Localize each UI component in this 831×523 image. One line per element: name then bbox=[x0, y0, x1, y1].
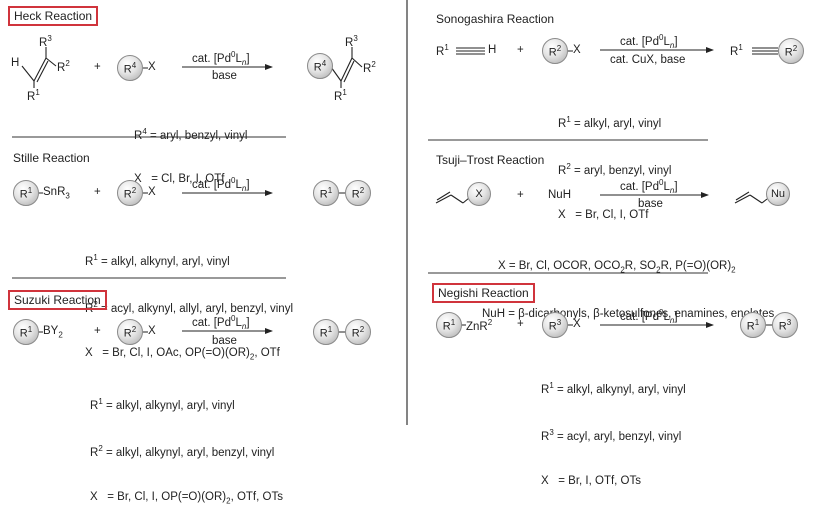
negishi-product-r3-ball: R3 bbox=[772, 312, 798, 338]
heck-alkene-r1: R1 bbox=[27, 88, 40, 103]
negishi-title: Negishi Reaction bbox=[432, 283, 535, 303]
heck-conditions: R4 = aryl, benzyl, vinyl X = Cl, Br, I, … bbox=[134, 96, 247, 201]
tsuji-cond-nuh: NuH = β-dicarbonyls, β-ketosulfones, ena… bbox=[482, 307, 775, 320]
tsuji-product-nu-ball: Nu bbox=[766, 182, 790, 206]
tsuji-plus: + bbox=[517, 189, 524, 201]
negishi-cond-x: X = Br, I, OTf, OTs bbox=[541, 474, 642, 487]
heck-alkene-h: H bbox=[11, 57, 20, 69]
stille-cond-x: X = Br, Cl, I, OAc, OP(=O)(OR)2, OTf bbox=[85, 346, 280, 361]
heck-product-r1: R1 bbox=[334, 88, 347, 103]
negishi-znr2: ZnR2 bbox=[466, 318, 493, 333]
suzuki-cond-r2: R2 = alkyl, alkynyl, aryl, benzyl, vinyl bbox=[90, 444, 275, 460]
negishi-r3-ball: R3 bbox=[542, 312, 568, 338]
heck-product-r3: R3 bbox=[345, 34, 358, 49]
negishi-plus: + bbox=[517, 318, 524, 330]
suzuki-product-r2-ball: R2 bbox=[345, 319, 371, 345]
stille-cond-r1: R1 = alkyl, alkynyl, aryl, vinyl bbox=[85, 253, 230, 268]
suzuki-base: base bbox=[212, 335, 237, 347]
negishi-conditions: R1 = alkyl, alkynyl, aryl, vinyl R3 = ac… bbox=[541, 350, 686, 503]
stille-plus: + bbox=[94, 186, 101, 198]
suzuki-plus: + bbox=[94, 325, 101, 337]
heck-alkene-r3: R3 bbox=[39, 34, 52, 49]
tsuji-title: Tsuji–Trost Reaction bbox=[436, 153, 545, 167]
stille-catalyst: cat. [Pd0Ln] bbox=[192, 176, 250, 194]
sonogashira-product-alkyne-bond bbox=[752, 47, 778, 55]
sonogashira-cocatalyst: cat. CuX, base bbox=[610, 54, 686, 66]
heck-r4-ball: R4 bbox=[117, 55, 143, 81]
negishi-cond-r1: R1 = alkyl, alkynyl, aryl, vinyl bbox=[541, 381, 686, 396]
stille-product-r1-ball: R1 bbox=[313, 180, 339, 206]
stille-r1-ball: R1 bbox=[13, 180, 39, 206]
sonogashira-cond-r2: R2 = aryl, benzyl, vinyl bbox=[558, 162, 672, 178]
sonogashira-alkyne-bond bbox=[456, 47, 485, 55]
heck-product-bonds bbox=[330, 47, 363, 88]
negishi-r1-ball: R1 bbox=[436, 312, 462, 338]
suzuki-product-r1-ball: R1 bbox=[313, 319, 339, 345]
stille-x: X bbox=[148, 186, 156, 198]
heck-cond-r4: R4 = aryl, benzyl, vinyl bbox=[134, 127, 248, 142]
tsuji-catalyst: cat. [Pd0Ln] bbox=[620, 178, 678, 196]
negishi-product-r1-ball: R1 bbox=[740, 312, 766, 338]
suzuki-by2: BY2 bbox=[43, 325, 63, 340]
sonogashira-product-r2-ball: R2 bbox=[778, 38, 804, 64]
tsuji-base: base bbox=[638, 198, 663, 210]
tsuji-cond-x: X = Br, Cl, OCOR, OCO2R, SO2R, P(=O)(OR)… bbox=[482, 260, 736, 275]
heck-product-r2: R2 bbox=[363, 60, 376, 75]
stille-title: Stille Reaction bbox=[13, 151, 90, 165]
heck-cond-x: X = Cl, Br, I, OTf bbox=[134, 173, 225, 186]
sonogashira-cond-x: X = Br, Cl, I, OTf bbox=[558, 208, 649, 221]
suzuki-catalyst: cat. [Pd0Ln] bbox=[192, 314, 250, 332]
suzuki-cond-r1: R1 = alkyl, alkynyl, aryl, vinyl bbox=[90, 397, 235, 412]
suzuki-r1-ball: R1 bbox=[13, 319, 39, 345]
sonogashira-product-r1: R1 bbox=[730, 43, 743, 58]
heck-base: base bbox=[212, 70, 237, 82]
suzuki-r2-ball: R2 bbox=[117, 319, 143, 345]
sonogashira-catalyst: cat. [Pd0Ln] bbox=[620, 33, 678, 51]
sonogashira-conditions: R1 = alkyl, aryl, vinyl R2 = aryl, benzy… bbox=[558, 84, 671, 237]
heck-alkene-r2: R2 bbox=[57, 59, 70, 74]
tsuji-x-ball: X bbox=[467, 182, 491, 206]
stille-r2-ball: R2 bbox=[117, 180, 143, 206]
negishi-cond-r3: R3 = acyl, aryl, benzyl, vinyl bbox=[541, 428, 682, 444]
negishi-x: X bbox=[573, 318, 581, 330]
stille-product-r2-ball: R2 bbox=[345, 180, 371, 206]
sonogashira-h: H bbox=[488, 44, 497, 56]
suzuki-conditions: R1 = alkyl, alkynyl, aryl, vinyl R2 = al… bbox=[90, 366, 283, 523]
tsuji-nuh: NuH bbox=[548, 189, 572, 201]
scheme-lines bbox=[12, 0, 778, 425]
sonogashira-r2-ball: R2 bbox=[542, 38, 568, 64]
sonogashira-title: Sonogashira Reaction bbox=[436, 12, 555, 26]
suzuki-cond-x: X = Br, Cl, I, OP(=O)(OR)2, OTf, OTs bbox=[90, 490, 283, 505]
tsuji-conditions: X = Br, Cl, OCOR, OCO2R, SO2R, P(=O)(OR)… bbox=[482, 230, 774, 336]
heck-product-r4-ball: R4 bbox=[307, 53, 333, 79]
suzuki-title: Suzuki Reaction bbox=[8, 290, 107, 310]
heck-x: X bbox=[148, 61, 156, 73]
tsuji-product-bonds bbox=[734, 191, 768, 204]
tsuji-allyl-bonds bbox=[435, 191, 470, 204]
sonogashira-x: X bbox=[573, 44, 581, 56]
suzuki-x: X bbox=[148, 325, 156, 337]
negishi-catalyst: cat. [Pd0Ln] bbox=[620, 308, 678, 326]
heck-title: Heck Reaction bbox=[8, 6, 99, 26]
stille-conditions: R1 = alkyl, alkynyl, aryl, vinyl R2 = ac… bbox=[85, 222, 293, 379]
heck-plus: + bbox=[94, 61, 101, 73]
stille-snr3: SnR3 bbox=[43, 186, 70, 201]
sonogashira-cond-r1: R1 = alkyl, aryl, vinyl bbox=[558, 115, 662, 130]
heck-alkene-bonds bbox=[21, 47, 57, 88]
sonogashira-r1: R1 bbox=[436, 43, 449, 58]
sonogashira-plus: + bbox=[517, 44, 524, 56]
stille-cond-r2: R2 = acyl, alkynyl, allyl, aryl, benzyl,… bbox=[85, 300, 294, 316]
heck-catalyst: cat. [Pd0Ln] bbox=[192, 50, 250, 68]
